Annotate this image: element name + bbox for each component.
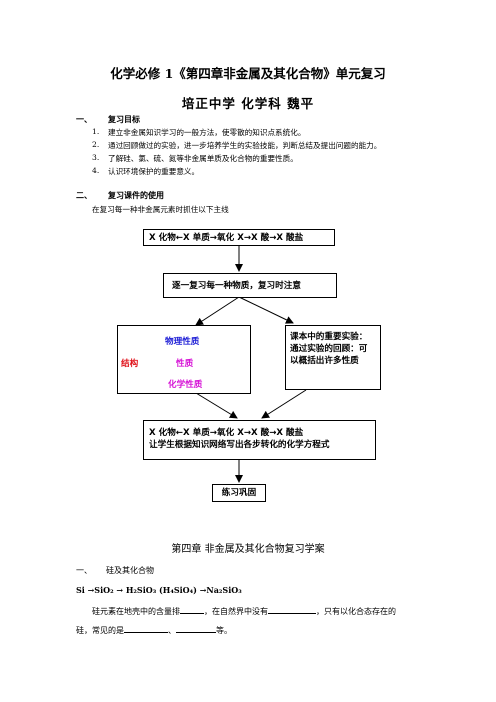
section2-heading: 复习课件的使用 bbox=[108, 190, 164, 200]
section1-number: 一、 bbox=[76, 114, 92, 124]
fill-blank-line-2: 硅，常见的是 、 等。 bbox=[76, 624, 232, 636]
document-subtitle: 培正中学 化学科 魏平 bbox=[181, 96, 315, 111]
experiments-line-3: 以概括出许多性质 bbox=[290, 356, 359, 366]
objective-text-3: 了解硅、氯、硫、氮等非金属单质及化合物的重要性质。 bbox=[108, 154, 298, 163]
blank-answer-3[interactable] bbox=[124, 624, 168, 633]
objective-text-4: 认识环境保护的重要意义。 bbox=[108, 167, 200, 176]
objective-number-2: 2. bbox=[92, 140, 100, 149]
connector-box2-box4 bbox=[238, 296, 294, 324]
connector-box2-box3 bbox=[195, 296, 240, 326]
flow-box-conversion-chain-text: X 化物←X 单质→氧化 X→X 酸→X 酸盐 bbox=[149, 233, 304, 243]
silicon-conversion-chain: Si →SiO₂ → H₂SiO₃ (H₄SiO₄) →Na₂SiO₃ bbox=[76, 585, 242, 595]
chemical-property-label: 化学性质 bbox=[168, 380, 203, 390]
flow-box-practice: 练习巩固 bbox=[212, 484, 266, 502]
study-guide-title: 第四章 非金属及其化合物复习学案 bbox=[171, 544, 325, 555]
objective-text-1: 建立非金属知识学习的一般方法，使零散的知识点系统化。 bbox=[108, 128, 306, 137]
flow-box-structure-property: 物理性质 结构 性质 化学性质 bbox=[117, 325, 251, 394]
experiments-line-1: 课本中的重要实验： bbox=[290, 332, 368, 342]
flow-box-experiments: 课本中的重要实验： 通过实验的回顾：可 以概括出许多性质 bbox=[285, 325, 381, 390]
property-label: 性质 bbox=[176, 359, 194, 369]
study-section-number: 一、 bbox=[76, 566, 92, 575]
fill-blank-line-1: 硅元素在地壳中的含量排 ，在自然界中没有 ，只有以化合态存在的 bbox=[92, 605, 396, 617]
blank-answer-4[interactable] bbox=[176, 624, 216, 633]
connector-box4-box5 bbox=[261, 389, 307, 419]
blank-answer-2[interactable] bbox=[268, 605, 316, 614]
objective-number-1: 1. bbox=[92, 127, 100, 136]
fill-blank-line-2-part-a: 硅，常见的是 bbox=[76, 626, 124, 635]
fill-blank-line-1-part-a: 硅元素在地壳中的含量排 bbox=[92, 607, 180, 616]
fill-blank-line-1-part-c: ，只有以化合态存在的 bbox=[316, 607, 396, 616]
fill-blank-line-2-part-b: 、 bbox=[168, 626, 176, 635]
flow-box-review-each-text: 逐一复习每一种物质，复习时注意 bbox=[172, 281, 301, 291]
fill-blank-line-2-part-c: 等。 bbox=[216, 626, 232, 635]
connector-box3-box5 bbox=[195, 392, 238, 419]
objective-text-2: 通过回顾做过的实验，进一步培养学生的实验技能，判断总结及提出问题的能力。 bbox=[108, 141, 382, 150]
document-title: 化学必修 1《第四章非金属及其化合物》单元复习 bbox=[110, 66, 386, 81]
flow-box-conversion-chain: X 化物←X 单质→氧化 X→X 酸→X 酸盐 bbox=[143, 229, 335, 246]
section1-heading: 复习目标 bbox=[108, 114, 140, 124]
flow-box-review-each: 逐一复习每一种物质，复习时注意 bbox=[163, 273, 337, 298]
section2-number: 二、 bbox=[76, 190, 92, 200]
flow-box-practice-text: 练习巩固 bbox=[221, 488, 257, 498]
section2-intro: 在复习每一种非金属元素时抓住以下主线 bbox=[92, 205, 229, 214]
fill-blank-line-1-part-b: ，在自然界中没有 bbox=[204, 607, 268, 616]
experiments-line-2: 通过实验的回顾：可 bbox=[290, 344, 368, 354]
objective-number-4: 4. bbox=[92, 166, 100, 175]
blank-answer-1[interactable] bbox=[180, 605, 204, 614]
structure-label: 结构 bbox=[121, 359, 139, 369]
study-section-heading: 硅及其化合物 bbox=[106, 566, 154, 575]
flow-box-write-equations: X 化物←X 单质→氧化 X→X 酸→X 酸盐 让学生根据知识网络写出各步转化的… bbox=[143, 420, 376, 460]
objective-number-3: 3. bbox=[92, 153, 100, 162]
write-equations-line-2: 让学生根据知识网络写出各步转化的化学方程式 bbox=[149, 440, 330, 450]
physical-property-label: 物理性质 bbox=[165, 337, 200, 347]
write-equations-line-1: X 化物←X 单质→氧化 X→X 酸→X 酸盐 bbox=[149, 428, 304, 438]
